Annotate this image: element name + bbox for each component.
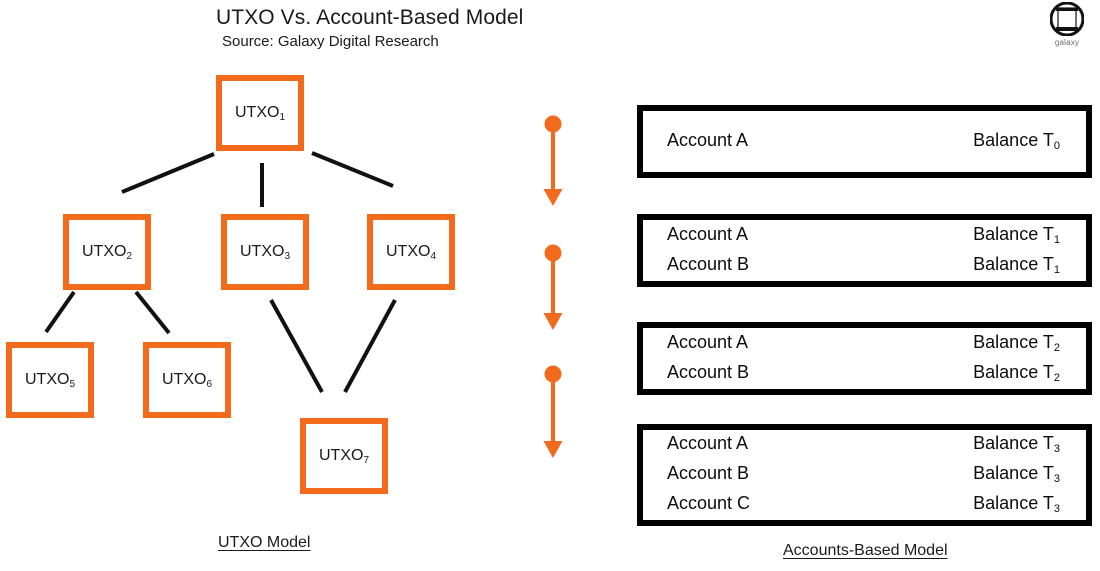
- balance-time-index: 1: [1053, 263, 1060, 276]
- flow-arrow-2-head: [543, 313, 563, 330]
- balance-time-index: 3: [1053, 473, 1060, 485]
- utxo-6-box[interactable]: UTXO6: [143, 342, 231, 418]
- flow-arrow-1: [543, 115, 563, 206]
- utxo-7-label: UTXO7: [318, 447, 369, 466]
- account-row: Account A Balance T2: [667, 329, 1060, 359]
- utxo-5-box[interactable]: UTXO5: [6, 342, 94, 418]
- account-row: Account A Balance T1: [667, 221, 1060, 251]
- utxo-3-box[interactable]: UTXO3: [221, 214, 309, 290]
- flow-arrow-3: [543, 365, 563, 458]
- galaxy-logo-caption: galaxy: [1054, 38, 1080, 47]
- page-title: UTXO Vs. Account-Based Model: [216, 6, 524, 29]
- account-row: Account B Balance T3: [667, 460, 1060, 490]
- flow-arrow-2-dot: [544, 244, 562, 262]
- account-balance: Balance T3: [973, 463, 1060, 485]
- utxo-1-label: UTXO1: [234, 104, 285, 123]
- balance-time-index: 1: [1053, 233, 1060, 246]
- utxo-5-label: UTXO5: [24, 371, 75, 390]
- caption-utxo-model: UTXO Model: [218, 534, 311, 551]
- account-name: Account B: [667, 463, 750, 483]
- utxo-4-label: UTXO4: [385, 243, 436, 262]
- account-balance: Balance T2: [973, 361, 1060, 384]
- utxo-6-label: UTXO6: [161, 371, 212, 390]
- utxo-6-index: 6: [206, 379, 212, 390]
- account-name: Account A: [667, 433, 749, 453]
- account-balance: Balance T0: [973, 129, 1060, 152]
- connector-utxo1-utxo4: [311, 151, 394, 188]
- balance-time-index: 3: [1053, 503, 1060, 515]
- account-name: Account A: [667, 331, 749, 352]
- account-name: Account B: [667, 361, 750, 382]
- account-name: Account A: [667, 223, 749, 244]
- account-balance: Balance T1: [973, 223, 1060, 246]
- connector-utxo2-utxo5: [44, 290, 76, 334]
- caption-accounts-model: Accounts-Based Model: [783, 542, 948, 559]
- account-row: Account B Balance T2: [667, 359, 1060, 389]
- utxo-7-index: 7: [363, 455, 369, 466]
- connector-utxo2-utxo6: [134, 290, 171, 335]
- flow-arrow-3-dot: [544, 365, 562, 383]
- account-name: Account A: [667, 129, 749, 150]
- utxo-2-index: 2: [126, 251, 132, 262]
- account-name: Account C: [667, 493, 751, 513]
- balance-time-index: 3: [1053, 443, 1060, 455]
- account-row: Account A Balance T3: [667, 430, 1060, 460]
- utxo-2-label: UTXO2: [81, 243, 132, 262]
- utxo-4-index: 4: [430, 251, 436, 262]
- utxo-3-index: 3: [284, 251, 290, 262]
- account-balance: Balance T3: [973, 493, 1060, 515]
- account-state-t1[interactable]: Account A Balance T1 Account B Balance T1: [637, 214, 1092, 287]
- connector-utxo3-utxo7: [269, 299, 324, 393]
- galaxy-logo-mark: [1049, 1, 1085, 37]
- account-balance: Balance T2: [973, 331, 1060, 354]
- balance-time-index: 2: [1053, 341, 1060, 354]
- account-row: Account C Balance T3: [667, 490, 1060, 520]
- galaxy-logo: galaxy: [1046, 1, 1088, 50]
- connector-utxo1-utxo2: [121, 152, 215, 194]
- utxo-5-index: 5: [69, 379, 75, 390]
- account-state-t2[interactable]: Account A Balance T2 Account B Balance T2: [637, 322, 1092, 395]
- utxo-7-box[interactable]: UTXO7: [300, 418, 388, 494]
- balance-time-index: 0: [1053, 139, 1060, 152]
- flow-arrow-1-head: [543, 189, 563, 206]
- balance-time-index: 2: [1053, 371, 1060, 384]
- account-row: Account B Balance T1: [667, 251, 1060, 281]
- flow-arrow-2: [543, 244, 563, 330]
- account-state-t0[interactable]: Account A Balance T0: [637, 105, 1092, 178]
- connector-utxo4-utxo7: [343, 299, 397, 393]
- page-subtitle: Source: Galaxy Digital Research: [222, 33, 439, 50]
- utxo-1-index: 1: [279, 112, 285, 123]
- account-balance: Balance T3: [973, 433, 1060, 455]
- utxo-3-label: UTXO3: [239, 243, 290, 262]
- utxo-1-box[interactable]: UTXO1: [216, 75, 304, 151]
- utxo-4-box[interactable]: UTXO4: [367, 214, 455, 290]
- utxo-2-box[interactable]: UTXO2: [63, 214, 151, 290]
- account-balance: Balance T1: [973, 253, 1060, 276]
- account-row: Account A Balance T0: [667, 127, 1060, 157]
- flow-arrow-1-dot: [544, 115, 562, 133]
- flow-arrow-3-head: [543, 441, 563, 458]
- account-name: Account B: [667, 253, 750, 274]
